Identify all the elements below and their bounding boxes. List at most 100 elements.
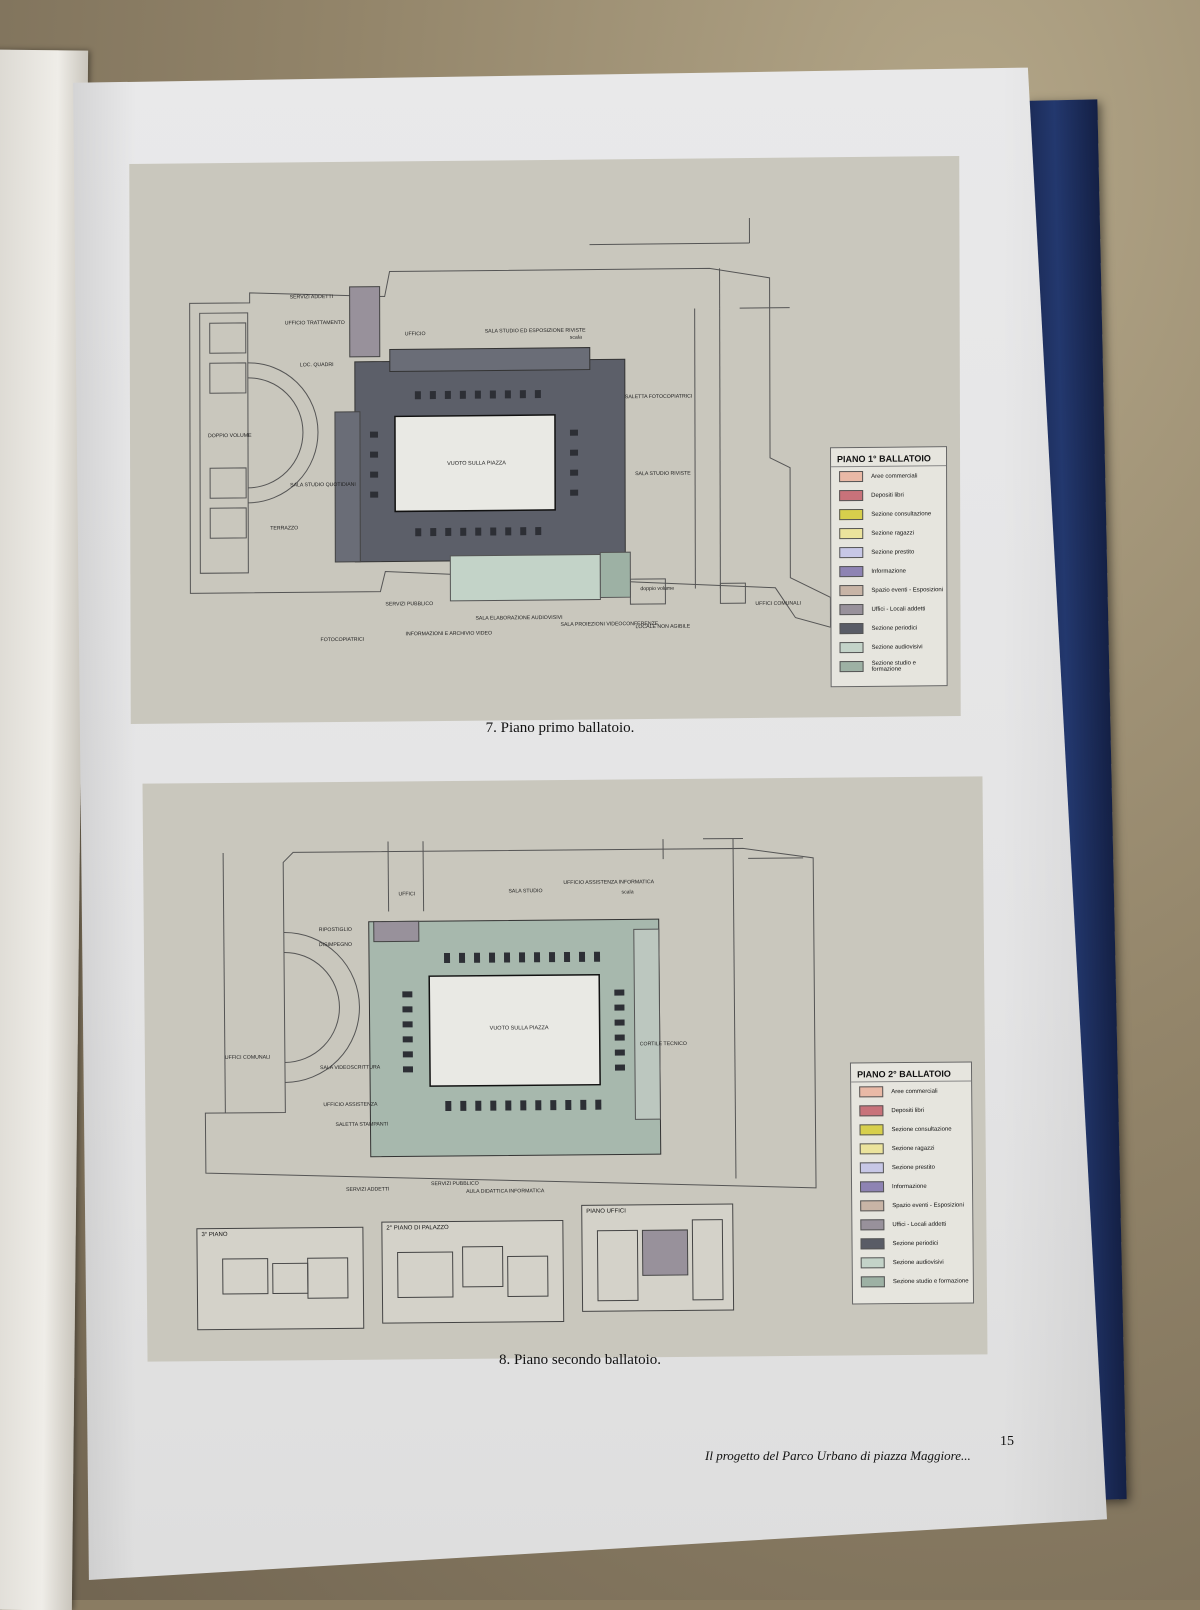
legend-swatch <box>860 1219 884 1230</box>
legend-item: Uffici - Locali addetti <box>852 1214 972 1234</box>
legend-swatch <box>839 528 863 539</box>
inset-plan-piano-uffici: PIANO UFFICI <box>581 1204 734 1312</box>
legend-label: Aree commerciali <box>891 1088 937 1094</box>
legend-label: Sezione ragazzi <box>871 530 914 536</box>
legend-item: Informazione <box>831 561 946 581</box>
legend-title: PIANO 1° BALLATOIO <box>831 447 946 467</box>
plan-label: UFFICI COMUNALI <box>755 601 801 607</box>
plan-label: SALETTA FOTOCOPIATRICI <box>625 394 692 401</box>
legend-label: Aree commerciali <box>871 473 917 479</box>
plan-label: TERRAZZO <box>270 525 298 531</box>
legend-item: Depositi libri <box>851 1100 971 1120</box>
legend-item: Sezione periodici <box>831 618 946 638</box>
legend-label: Depositi libri <box>871 492 904 498</box>
plan-label: SALA STUDIO <box>508 888 542 894</box>
plan-label: UFFICIO ASSISTENZA <box>323 1102 377 1108</box>
legend-swatch <box>839 566 863 577</box>
legend-swatch <box>839 604 863 615</box>
inset-plan-2-piano-di-palazzo: 2° PIANO DI PALAZZO <box>381 1220 564 1324</box>
legend-label: Sezione audiovisivi <box>872 644 923 650</box>
plan-label: LOCALE NON AGIBILE <box>635 624 690 631</box>
legend-item: Sezione prestito <box>852 1157 972 1177</box>
legend-swatch <box>860 1200 884 1211</box>
legend-label: Sezione audiovisivi <box>893 1259 944 1265</box>
plan-label: SERVIZI ADDETTI <box>346 1187 389 1193</box>
plan-label: scala <box>621 889 633 895</box>
legend-label: Informazione <box>871 568 906 574</box>
legend-swatch <box>839 509 863 520</box>
legend-label: Uffici - Locali addetti <box>871 606 925 613</box>
legend-swatch <box>860 1162 884 1173</box>
plan-label: UFFICIO ASSISTENZA INFORMATICA <box>563 879 654 886</box>
inset-plan-3-piano: 3° PIANO <box>196 1227 364 1330</box>
plan-label: SALA STUDIO QUOTIDIANI <box>290 482 356 489</box>
floor-plan-1-ballatoio: VUOTO SULLA PIAZZA SERVIZI ADDETTI UFFIC… <box>129 156 960 724</box>
void-label: VUOTO SULLA PIAZZA <box>447 460 506 467</box>
legend-title: PIANO 2° BALLATOIO <box>851 1062 971 1082</box>
void-label: VUOTO SULLA PIAZZA <box>490 1025 549 1032</box>
legend-label: Uffici - Locali addetti <box>892 1221 946 1227</box>
legend-label: Informazione <box>892 1183 927 1189</box>
legend-swatch <box>861 1276 885 1287</box>
plan-label: UFFICI COMUNALI <box>225 1055 271 1061</box>
legend-swatch <box>859 1124 883 1135</box>
legend-swatch <box>839 547 863 558</box>
plan-label: SERVIZI PUBBLICO <box>385 601 433 607</box>
legend-item: Sezione audiovisivi <box>832 637 947 657</box>
legend-item: Sezione periodici <box>852 1233 972 1253</box>
plan-label: UFFICI <box>398 891 415 897</box>
plan-label: SERVIZI ADDETTI <box>290 294 333 300</box>
legend-label: Sezione consultazione <box>892 1126 952 1133</box>
legend-label: Sezione studio e formazione <box>893 1278 969 1285</box>
plan-label: LOC. QUADRI <box>300 362 334 368</box>
legend-swatch <box>839 623 863 634</box>
legend-label: Spazio eventi - Esposizioni <box>892 1202 964 1209</box>
legend-swatch <box>860 1143 884 1154</box>
legend-swatch <box>861 1257 885 1268</box>
legend-swatch <box>859 1105 883 1116</box>
legend-swatch <box>839 490 863 501</box>
plan-label: doppio volume <box>640 586 674 592</box>
plan-label: UFFICIO <box>405 331 426 337</box>
legend-item: Sezione consultazione <box>851 1119 971 1139</box>
plan-label: DOPPIO VOLUME <box>208 433 252 439</box>
plan-label: INFORMAZIONI E ARCHIVIO VIDEO <box>406 631 492 638</box>
plan-label: DISIMPEGNO <box>319 942 352 948</box>
legend-item: Aree commerciali <box>831 466 946 486</box>
legend-item: Spazio eventi - Esposizioni <box>831 580 946 600</box>
legend-item: Depositi libri <box>831 485 946 505</box>
figure-7-caption: 7. Piano primo ballatoio. <box>360 720 760 737</box>
legend-item: Sezione ragazzi <box>831 523 946 543</box>
legend-item: Informazione <box>852 1176 972 1196</box>
figure-8-caption: 8. Piano secondo ballatoio. <box>380 1352 780 1369</box>
legend-swatch <box>840 661 864 672</box>
floor-plan-2-ballatoio: VUOTO SULLA PIAZZA UFFICI SALA STUDIO UF… <box>142 776 987 1361</box>
legend-label: Sezione prestito <box>892 1164 935 1170</box>
plan-label: SALA VIDEOSCRITTURA <box>320 1065 380 1072</box>
running-title: Il progetto del Parco Urbano di piazza M… <box>705 1448 971 1464</box>
plan-label: RIPOSTIGLIO <box>319 927 352 933</box>
plan-label: FOTOCOPIATRICI <box>321 637 365 643</box>
legend-swatch <box>860 1181 884 1192</box>
plan-label: SALA ELABORAZIONE AUDIOVISIVI <box>475 615 562 622</box>
plan-label: scala <box>570 335 582 341</box>
legend-item: Uffici - Locali addetti <box>831 599 946 619</box>
legend-swatch <box>839 471 863 482</box>
legend-swatch <box>860 1238 884 1249</box>
legend-swatch <box>839 585 863 596</box>
legend-label: Spazio eventi - Esposizioni <box>871 587 943 594</box>
legend-item: Sezione prestito <box>831 542 946 562</box>
legend-item: Spazio eventi - Esposizioni <box>852 1195 972 1215</box>
legend-label: Sezione ragazzi <box>892 1145 935 1151</box>
legend-item: Sezione studio e formazione <box>853 1271 973 1291</box>
legend-swatch <box>859 1086 883 1097</box>
legend-label: Sezione periodici <box>893 1240 939 1246</box>
legend-label: Sezione consultazione <box>871 511 931 518</box>
plan-label: AULA DIDATTICA INFORMATICA <box>466 1188 544 1195</box>
legend-label: Sezione prestito <box>871 549 914 555</box>
legend-item: Sezione consultazione <box>831 504 946 524</box>
